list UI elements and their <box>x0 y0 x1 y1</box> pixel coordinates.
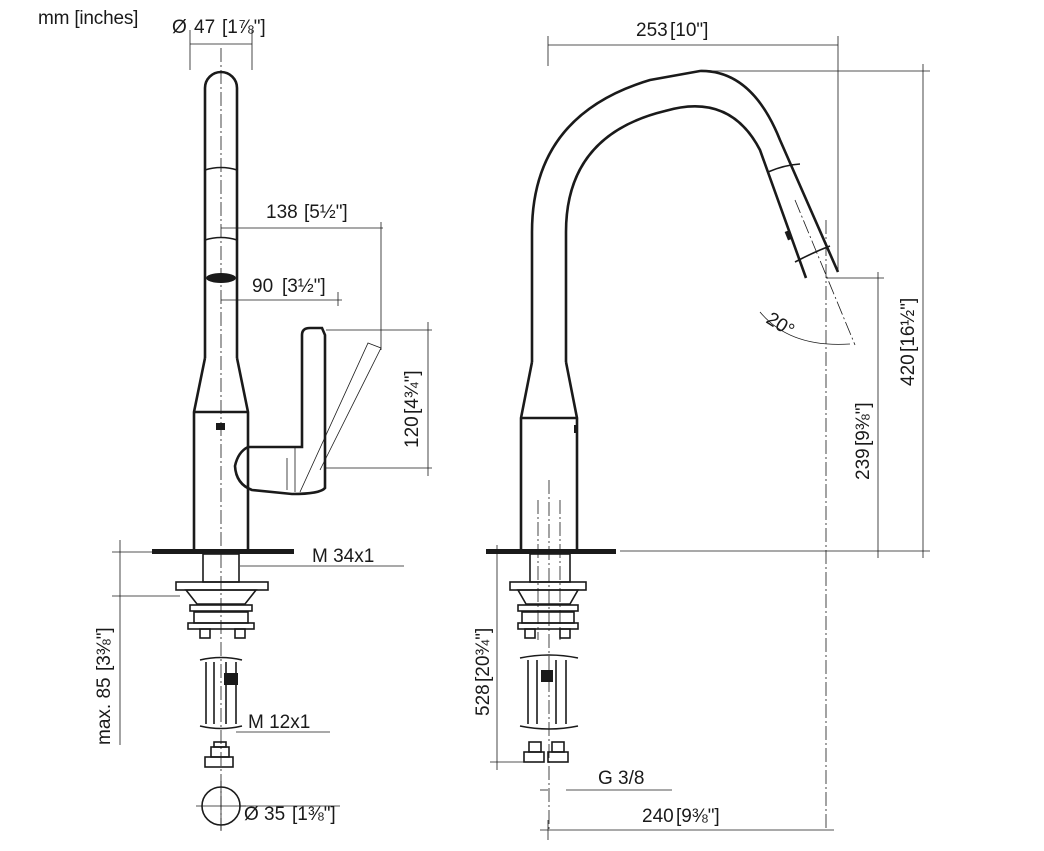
svg-text:max. 85: max. 85 <box>94 677 115 745</box>
hose-assembly <box>199 656 243 768</box>
svg-text:Ø: Ø <box>172 17 187 38</box>
side-view <box>152 48 382 831</box>
dim-overall-height: 420 [16½"] <box>898 298 919 386</box>
svg-text:420: 420 <box>898 354 919 386</box>
svg-text:[3⅜"]: [3⅜"] <box>94 627 115 671</box>
mounting-hardware <box>175 553 269 639</box>
dim-spout-reach: 138 [5½"] <box>266 202 348 223</box>
svg-text:239: 239 <box>853 448 874 480</box>
dim-outlet-height: 239 [9⅜"] <box>853 402 874 480</box>
svg-text:138: 138 <box>266 202 298 223</box>
svg-text:47: 47 <box>194 17 215 38</box>
svg-text:[5½"]: [5½"] <box>304 202 348 223</box>
deck-plate-front <box>486 549 616 554</box>
lever-handle <box>233 326 382 496</box>
svg-text:[1⅞"]: [1⅞"] <box>222 17 266 38</box>
units-label: mm [inches] <box>38 8 139 29</box>
dim-deck-thickness: max. 85 [3⅜"] <box>94 627 115 745</box>
logo-mark <box>216 423 225 430</box>
svg-text:253: 253 <box>636 20 668 41</box>
svg-text:[1⅜"]: [1⅜"] <box>292 804 336 825</box>
dim-spout-diameter: Ø 47 [1⅞"] <box>172 17 266 38</box>
dim-connection-offset: 240 [9⅜"] <box>642 806 720 827</box>
svg-text:[10"]: [10"] <box>670 20 708 41</box>
svg-text:[20¾"]: [20¾"] <box>473 628 494 682</box>
svg-text:20°: 20° <box>762 308 797 341</box>
svg-text:90: 90 <box>252 276 273 297</box>
svg-text:[9⅜"]: [9⅜"] <box>676 806 720 827</box>
dim-hose-length: 528 [20¾"] <box>473 628 494 716</box>
svg-text:Ø: Ø <box>244 804 259 825</box>
svg-text:[4¾"]: [4¾"] <box>402 370 423 414</box>
svg-text:528: 528 <box>473 684 494 716</box>
dim-hole-diameter: Ø 35 [1⅜"] <box>244 804 336 825</box>
mounting-hardware-front <box>509 553 587 639</box>
front-view <box>486 69 856 830</box>
dim-overall-width: 253 [10"] <box>636 20 708 41</box>
svg-text:[3½"]: [3½"] <box>282 276 326 297</box>
svg-text:120: 120 <box>402 416 423 448</box>
svg-text:[9⅜"]: [9⅜"] <box>853 402 874 446</box>
dim-handle-reach: 90 [3½"] <box>252 276 326 297</box>
dim-connection: G 3/8 <box>598 768 644 789</box>
deck-plate <box>152 549 294 554</box>
dimension-lines <box>112 30 930 840</box>
dimension-labels: Ø 47 [1⅞"] 253 [10"] 138 [5½"] 90 [3½"] … <box>94 17 919 827</box>
dim-mount-thread: M 34x1 <box>312 546 374 567</box>
svg-text:[16½"]: [16½"] <box>898 298 919 352</box>
svg-text:35: 35 <box>264 804 285 825</box>
dim-spray-angle: 20° <box>762 308 797 341</box>
dim-hose-thread: M 12x1 <box>248 712 310 733</box>
dim-handle-height: 120 [4¾"] <box>402 370 423 448</box>
spout-body-front <box>519 69 840 552</box>
svg-text:240: 240 <box>642 806 674 827</box>
